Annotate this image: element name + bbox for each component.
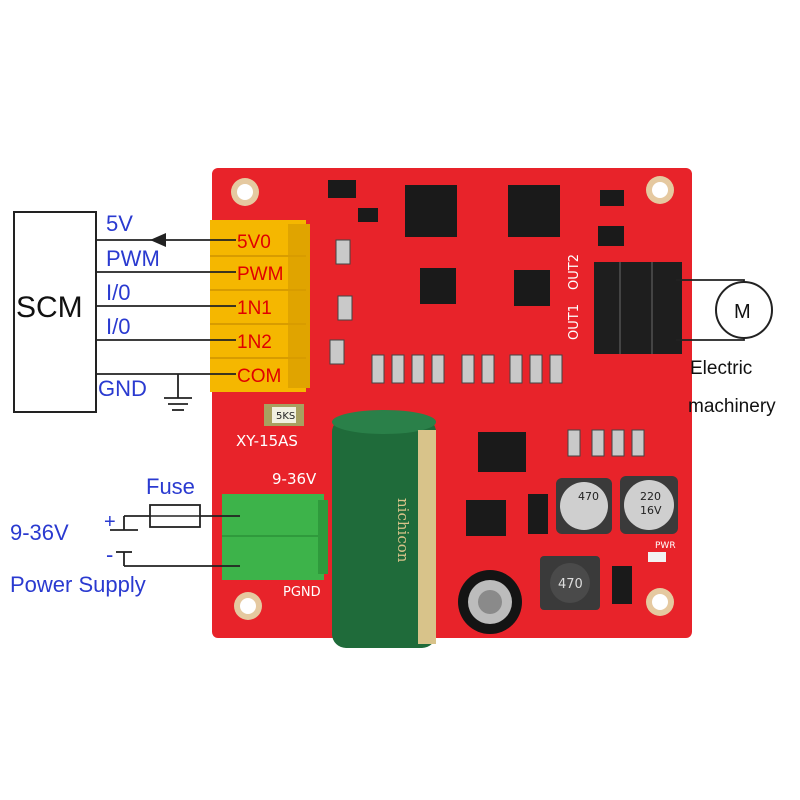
smd-capacitor-c4: 470 bbox=[556, 478, 612, 534]
pin-label-com: COM bbox=[237, 366, 281, 387]
motor-label-line1: Electric bbox=[690, 358, 752, 379]
plus-sign: + bbox=[104, 511, 116, 533]
motor-symbol bbox=[715, 281, 773, 339]
diode-d1 bbox=[612, 566, 632, 604]
motor-symbol-label: M bbox=[734, 301, 751, 323]
diode bbox=[528, 494, 548, 534]
capacitor-label: 16V bbox=[640, 504, 662, 517]
pwr-led bbox=[648, 552, 666, 562]
ic-chip-u6 bbox=[514, 270, 550, 306]
transistor-q2 bbox=[600, 190, 624, 206]
power-supply-label: Power Supply bbox=[10, 572, 146, 597]
pin-label-1n1: 1N1 bbox=[237, 298, 272, 319]
ic-chip-u3 bbox=[466, 500, 506, 536]
power-wires bbox=[110, 515, 240, 567]
capacitor-label: 470 bbox=[578, 490, 599, 503]
fuse-label: Fuse bbox=[146, 474, 195, 499]
inductor: 470 bbox=[540, 556, 600, 610]
pin-label-5v0: 5V0 bbox=[237, 232, 271, 253]
fuse-chip-label: 5KS bbox=[276, 411, 295, 422]
signal-io1-label: I/0 bbox=[106, 280, 130, 305]
smd-capacitor-c26: 220 16V bbox=[620, 476, 678, 534]
pgnd-label: PGND bbox=[283, 585, 321, 600]
ic-chip-u1 bbox=[405, 185, 457, 237]
electrolytic-capacitor-large: nichicon bbox=[332, 410, 436, 648]
out2-label: OUT2 bbox=[567, 254, 582, 290]
motor-label-line2: machinery bbox=[688, 396, 776, 417]
ic-chip-u4 bbox=[420, 268, 456, 304]
transistor bbox=[358, 208, 378, 222]
mounting-hole bbox=[646, 588, 674, 616]
arrow-5v bbox=[150, 233, 166, 247]
ic-chip-u5 bbox=[478, 432, 526, 472]
diode-d8 bbox=[328, 180, 356, 198]
electrolytic-capacitor-small bbox=[458, 570, 522, 634]
power-terminal-block bbox=[222, 494, 328, 580]
board-input-range-label: 9-36V bbox=[272, 470, 317, 488]
pwr-label: PWR bbox=[655, 541, 676, 551]
scm-label: SCM bbox=[16, 291, 83, 324]
driver-board: OUT1 OUT2 XY-15AS 9-36V PGND PWR 5KS nic… bbox=[210, 168, 692, 648]
signal-5v-label: 5V bbox=[106, 211, 133, 236]
mounting-hole bbox=[646, 176, 674, 204]
out1-label: OUT1 bbox=[567, 304, 582, 340]
inductor-label: 470 bbox=[558, 577, 583, 592]
scm-box bbox=[13, 211, 97, 413]
capacitor-brand-label: nichicon bbox=[394, 498, 412, 563]
diode-row bbox=[329, 239, 645, 457]
signal-io2-label: I/0 bbox=[106, 314, 130, 339]
mounting-hole bbox=[234, 592, 262, 620]
pin-label-1n2: 1N2 bbox=[237, 332, 272, 353]
minus-sign: - bbox=[106, 542, 113, 567]
board-model-label: XY-15AS bbox=[236, 432, 298, 450]
transistor-q1 bbox=[598, 226, 624, 246]
output-connector bbox=[594, 262, 682, 354]
voltage-label: 9-36V bbox=[10, 520, 69, 545]
mounting-hole bbox=[231, 178, 259, 206]
signal-gnd-label: GND bbox=[98, 376, 147, 401]
capacitor-label: 220 bbox=[640, 490, 661, 503]
pin-label-pwm: PWM bbox=[237, 264, 283, 285]
ic-chip-u2 bbox=[508, 185, 560, 237]
signal-pwm-label: PWM bbox=[106, 246, 160, 271]
